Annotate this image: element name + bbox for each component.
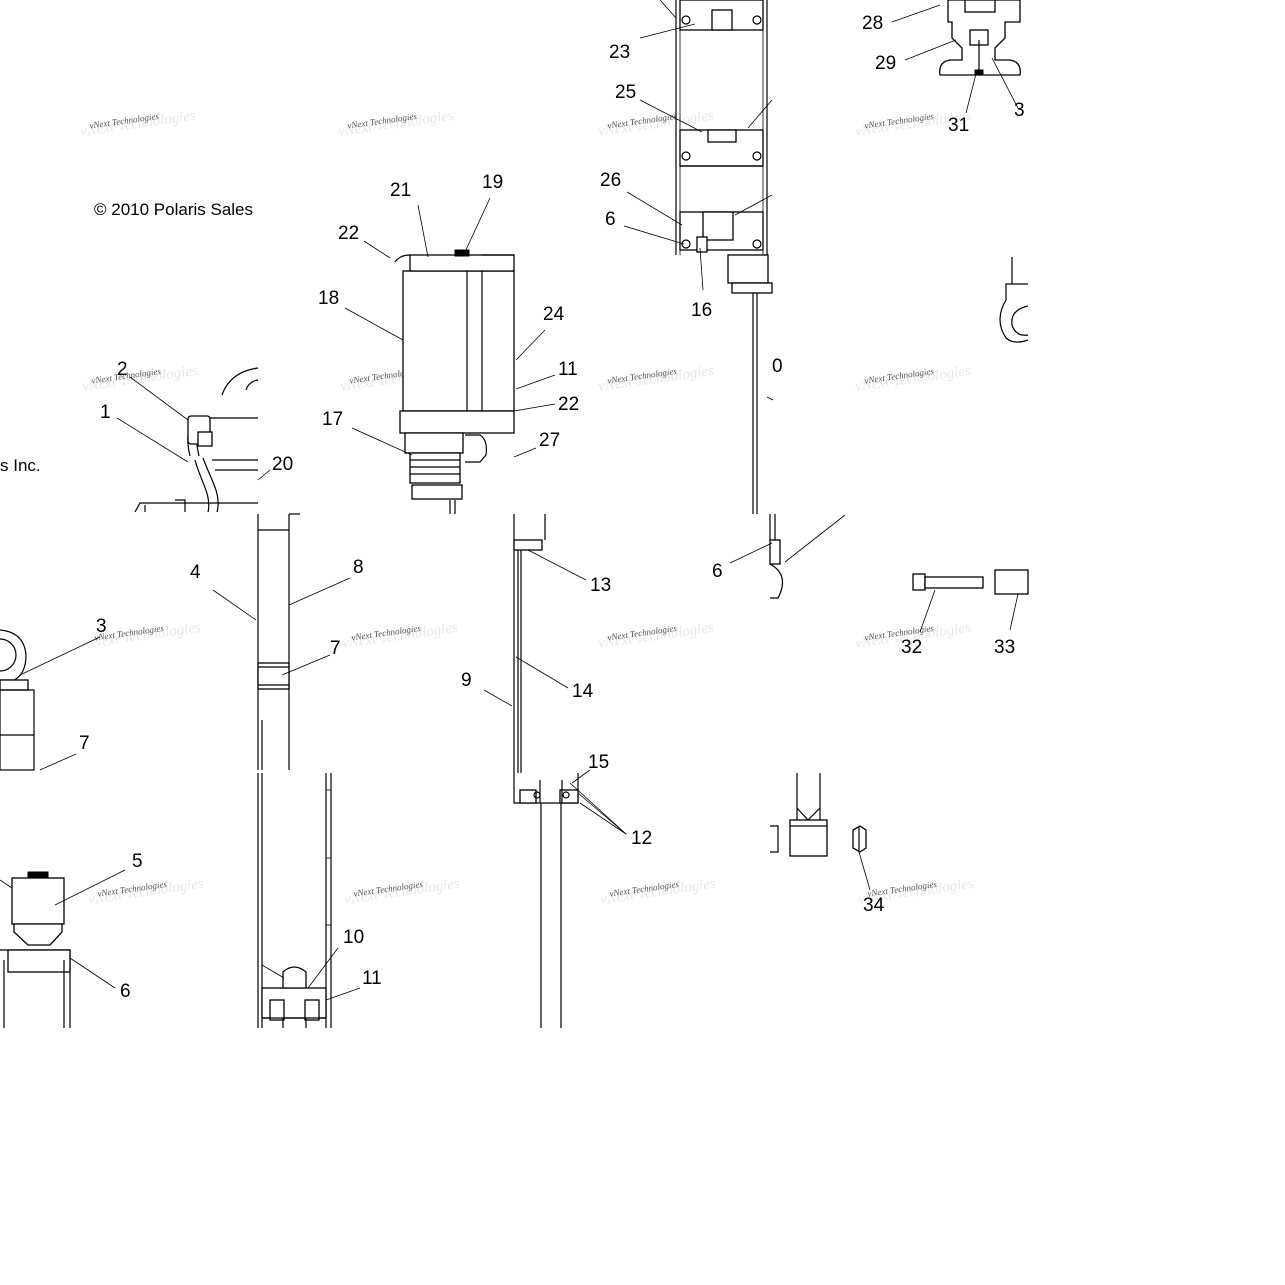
callout-15: 15 bbox=[588, 752, 609, 773]
hose-assembly bbox=[134, 367, 259, 513]
callout-18: 18 bbox=[318, 288, 339, 309]
watermark: vNext Technologies vNext Technologies bbox=[854, 363, 972, 395]
body-tube bbox=[257, 513, 300, 770]
callout-32: 32 bbox=[901, 637, 922, 658]
piston-assembly bbox=[675, 0, 773, 514]
shock-eyelet-right bbox=[999, 257, 1029, 343]
watermark: vNext Technologies vNext Technologies bbox=[341, 620, 459, 652]
callout-28: 28 bbox=[862, 13, 883, 34]
callout-7-mid: 7 bbox=[330, 638, 341, 659]
callout-27: 27 bbox=[539, 430, 560, 451]
watermarks: vNext Technologies vNext Technologies vN… bbox=[79, 108, 975, 908]
callout-34: 34 bbox=[863, 895, 885, 916]
eyelet-and-bolt bbox=[769, 514, 1029, 599]
watermark: vNext Technologies vNext Technologies bbox=[79, 108, 197, 140]
watermark: vNext Technologies vNext Technologies bbox=[337, 108, 455, 140]
leader-lines bbox=[0, 0, 1019, 1001]
callout-11-bottom: 11 bbox=[362, 968, 382, 989]
callout-20: 20 bbox=[272, 454, 293, 475]
shaft-assembly bbox=[513, 514, 579, 1028]
callout-22-mid: 22 bbox=[558, 394, 579, 415]
callout-29: 29 bbox=[875, 53, 896, 74]
copyright-line-1: © 2010 Polaris Sales bbox=[94, 200, 253, 219]
callout-26: 26 bbox=[600, 170, 621, 191]
callout-12: 12 bbox=[631, 828, 652, 849]
callout-25: 25 bbox=[615, 82, 636, 103]
callout-23: 23 bbox=[609, 42, 630, 63]
callout-31: 31 bbox=[948, 115, 969, 136]
reservoir-body bbox=[394, 249, 515, 514]
callout-30: 3 bbox=[1014, 100, 1025, 121]
callout-16: 16 bbox=[691, 300, 712, 321]
callout-22-top: 22 bbox=[338, 223, 359, 244]
callout-4: 4 bbox=[190, 562, 201, 583]
callout-labels: 21 19 22 18 24 11 22 17 27 2 1 20 23 25 … bbox=[79, 13, 1025, 1002]
callout-6-bottom: 6 bbox=[120, 981, 131, 1002]
callout-8: 8 bbox=[353, 557, 364, 578]
callout-0: 0 bbox=[772, 356, 783, 377]
callout-6-top: 6 bbox=[605, 209, 616, 230]
watermark: vNext Technologies vNext Technologies bbox=[597, 363, 715, 395]
lower-tube bbox=[257, 773, 332, 1028]
callout-7-left: 7 bbox=[79, 733, 90, 754]
callout-33: 33 bbox=[994, 637, 1015, 658]
callout-2: 2 bbox=[117, 359, 128, 380]
valve-assembly bbox=[939, 0, 1021, 76]
callout-6-right: 6 bbox=[712, 561, 723, 582]
shock-head-left bbox=[0, 629, 71, 1028]
callout-17: 17 bbox=[322, 409, 343, 430]
callout-9: 9 bbox=[461, 670, 472, 691]
watermark: vNext Technologies vNext Technologies bbox=[87, 876, 205, 908]
watermark: vNext Technologies vNext Technologies bbox=[597, 620, 715, 652]
callout-14: 14 bbox=[572, 681, 594, 702]
watermark: vNext Technologies vNext Technologies bbox=[81, 363, 199, 395]
copyright-line-2: s Inc. bbox=[0, 456, 41, 475]
callout-21: 21 bbox=[390, 180, 411, 201]
callout-19: 19 bbox=[482, 172, 503, 193]
callout-11-top: 11 bbox=[558, 359, 578, 380]
callout-10: 10 bbox=[343, 927, 364, 948]
watermark: vNext Technologies vNext Technologies bbox=[343, 876, 461, 908]
callout-5: 5 bbox=[132, 851, 143, 872]
watermark: vNext Technologies vNext Technologies bbox=[599, 876, 717, 908]
callout-1: 1 bbox=[100, 402, 111, 423]
callout-13: 13 bbox=[590, 575, 611, 596]
callout-3: 3 bbox=[96, 616, 107, 637]
sleeve-and-nut bbox=[770, 773, 867, 857]
callout-24: 24 bbox=[543, 304, 565, 325]
